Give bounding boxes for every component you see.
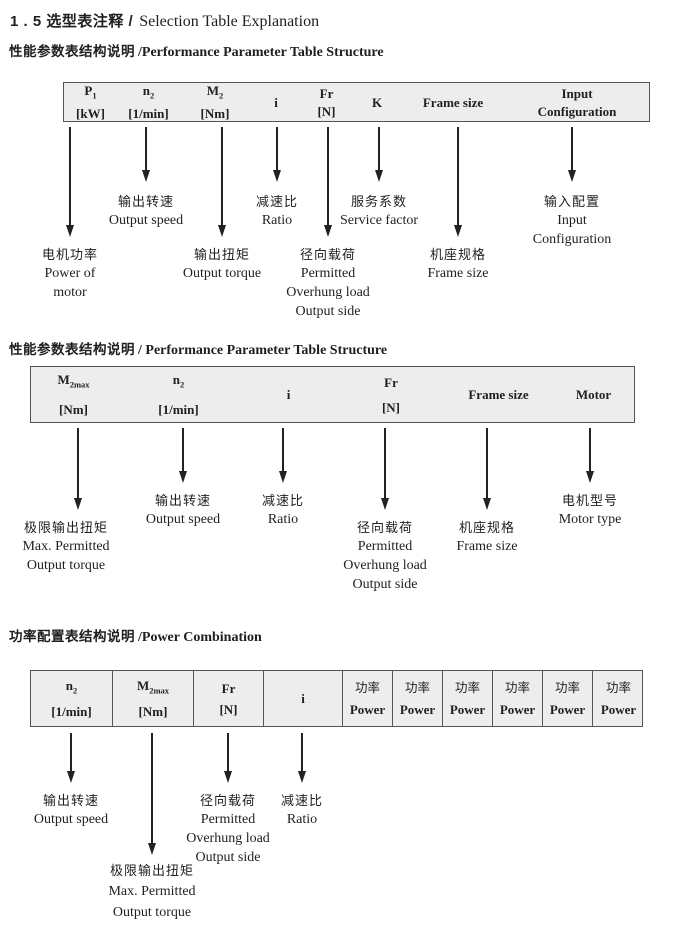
section-1-heading: 性能参数表结构说明/Performance Parameter Table St… [9, 40, 384, 61]
section-1-heading-zh: 性能参数表结构说明 [9, 44, 135, 59]
callout-overhung-load: 径向载荷 Permitted Overhung load Output side [186, 793, 270, 865]
callout-output-speed: 输出转速 Output speed [108, 194, 184, 228]
page-title-zh: 1 . 5 选型表注释 / [10, 13, 134, 30]
performance-table-2: M2max [Nm] n2 [1/min] i Fr [N] Frame siz… [30, 366, 635, 423]
callout-overhung-load: 径向载荷 Permitted Overhung load Output side [286, 247, 370, 319]
callout-output-speed: 输出转速 Output speed [33, 793, 109, 827]
callout-ratio: 减速比 Ratio [261, 493, 305, 527]
callout-power-of-motor: 电机功率 Power of motor [41, 247, 99, 300]
callout-overhung-load: 径向载荷 Permitted Overhung load Output side [343, 520, 427, 592]
section-2-heading: 性能参数表结构说明/ Performance Parameter Table S… [9, 338, 387, 359]
callout-motor-type: 电机型号 Motor type [558, 493, 622, 527]
callout-output-torque: 输出扭矩 Output torque [182, 247, 262, 281]
column-frame-size: Frame size [468, 387, 529, 402]
down-arrow [568, 127, 576, 182]
column-frame-size: Frame size [422, 94, 484, 110]
column-fr: Fr [N] [381, 374, 401, 415]
section-2-heading-zh: 性能参数表结构说明 [9, 342, 135, 357]
callout-input-configuration: 输入配置 Input Configuration [532, 194, 612, 247]
column-i: i [264, 671, 343, 726]
down-arrow [324, 127, 332, 237]
column-n2: n2 [1/min] [31, 671, 113, 726]
down-arrow [142, 127, 150, 182]
callout-ratio: 减速比 Ratio [280, 793, 324, 827]
down-arrow [454, 127, 462, 237]
column-m2max: M2max [Nm] [57, 371, 90, 418]
callout-ratio: 减速比 Ratio [255, 194, 299, 228]
down-arrow [67, 733, 75, 783]
column-power-2: 功率 Power [393, 671, 443, 726]
page-title-en: Selection Table Explanation [139, 13, 320, 30]
down-arrow [483, 428, 491, 510]
down-arrow [66, 127, 74, 237]
down-arrow [279, 428, 287, 483]
down-arrow [224, 733, 232, 783]
down-arrow [179, 428, 187, 483]
column-n2: n2 [1/min] [128, 82, 169, 122]
callout-frame-size: 机座规格 Frame size [456, 520, 518, 554]
column-power-1: 功率 Power [343, 671, 393, 726]
section-3-heading-en: /Power Combination [138, 630, 262, 645]
column-power-5: 功率 Power [543, 671, 593, 726]
callout-frame-size: 机座规格 Frame size [427, 247, 489, 281]
section-3-heading: 功率配置表结构说明/Power Combination [9, 625, 262, 646]
column-n2: n2 [1/min] [158, 371, 199, 418]
down-arrow [148, 733, 156, 855]
column-m2: M2 [Nm] [200, 82, 230, 122]
column-p1: P1 [kW] [76, 82, 105, 122]
performance-table-1: P1 [kW] n2 [1/min] M2 [Nm] i Fr [N] K Fr… [63, 82, 650, 122]
column-power-4: 功率 Power [493, 671, 543, 726]
down-arrow [218, 127, 226, 237]
down-arrow [74, 428, 82, 510]
column-input-configuration: Input Configuration [537, 85, 617, 119]
column-motor: Motor [575, 387, 612, 402]
section-3-heading-zh: 功率配置表结构说明 [9, 629, 135, 644]
section-1-heading-en: /Performance Parameter Table Structure [138, 45, 384, 60]
column-fr: Fr [N] [194, 671, 264, 726]
column-fr: Fr [N] [317, 85, 336, 119]
column-k: K [371, 94, 383, 110]
power-combination-table: n2 [1/min] M2max [Nm] Fr [N] i 功率 Power … [30, 670, 643, 727]
callout-max-output-torque: 极限输出扭矩 Max. Permitted Output torque [22, 520, 110, 573]
down-arrow [375, 127, 383, 182]
down-arrow [586, 428, 594, 483]
column-power-3: 功率 Power [443, 671, 493, 726]
page-title: 1 . 5 选型表注释 / Selection Table Explanation [10, 10, 319, 31]
callout-service-factor: 服务系数 Service factor [339, 194, 419, 228]
down-arrow [298, 733, 306, 783]
callout-output-speed: 输出转速 Output speed [145, 493, 221, 527]
down-arrow [381, 428, 389, 510]
column-power-6: 功率 Power [600, 680, 637, 717]
column-m2max: M2max [Nm] [113, 671, 194, 726]
section-2-heading-en: / Performance Parameter Table Structure [138, 343, 388, 358]
down-arrow [273, 127, 281, 182]
callout-max-output-torque: 极限输出扭矩 Max. Permitted Output torque [108, 863, 196, 920]
column-i: i [286, 387, 291, 402]
column-i: i [274, 94, 278, 110]
